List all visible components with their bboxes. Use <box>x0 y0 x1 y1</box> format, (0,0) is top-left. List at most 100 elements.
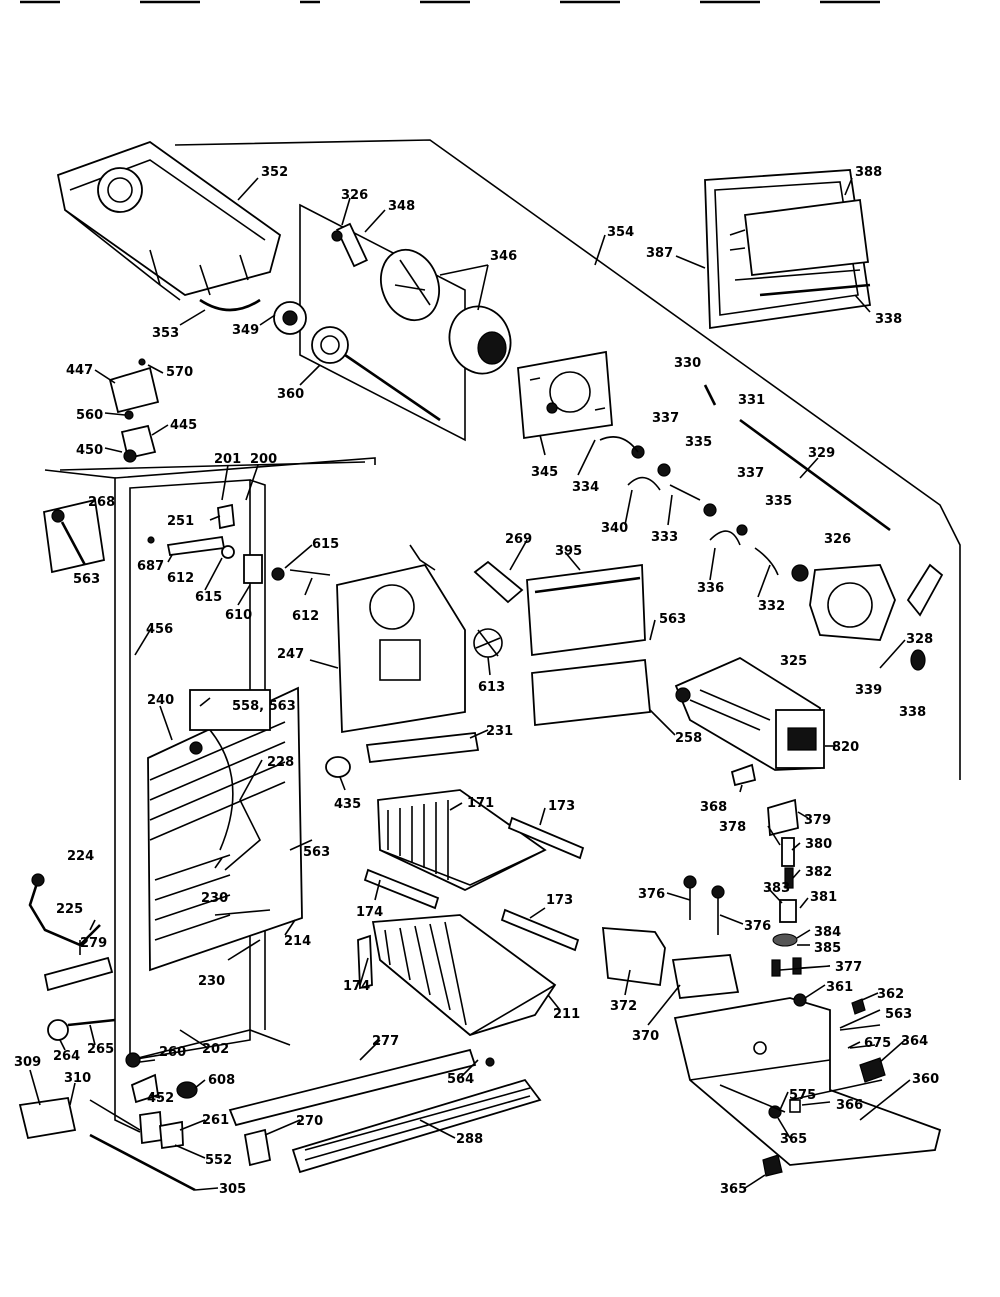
label-349: 349 <box>232 323 259 338</box>
label-288: 288 <box>456 1132 483 1147</box>
label-376-a: 376 <box>638 887 665 902</box>
motor-370 <box>671 954 740 999</box>
label-384: 384 <box>814 925 841 940</box>
label-388: 388 <box>855 165 882 180</box>
label-340: 340 <box>601 521 628 536</box>
label-329: 329 <box>808 446 835 461</box>
label-385: 385 <box>814 941 841 956</box>
label-337-upper: 337 <box>652 411 679 426</box>
small-parts-upper-left <box>108 358 160 463</box>
small-hardware-right <box>762 993 886 1177</box>
label-339: 339 <box>855 683 882 698</box>
label-173-a: 173 <box>548 799 575 814</box>
label-563-c: 563 <box>303 845 330 860</box>
label-360-upper: 360 <box>277 387 304 402</box>
label-171: 171 <box>467 796 494 811</box>
label-570: 570 <box>166 365 193 380</box>
label-269: 269 <box>505 532 532 547</box>
label-251: 251 <box>167 514 194 529</box>
label-376-b: 376 <box>744 919 771 934</box>
leader-lines <box>29 177 911 1191</box>
label-174-b: 174 <box>343 979 370 994</box>
label-610: 610 <box>225 608 252 623</box>
label-575: 575 <box>789 1088 816 1103</box>
label-379: 379 <box>804 813 831 828</box>
label-372: 372 <box>610 999 637 1014</box>
label-336: 336 <box>697 581 724 596</box>
panel-395 <box>526 563 646 657</box>
label-377: 377 <box>835 960 862 975</box>
label-335-upper: 335 <box>685 435 712 450</box>
label-332: 332 <box>758 599 785 614</box>
label-279: 279 <box>80 936 107 951</box>
label-564: 564 <box>447 1072 474 1087</box>
label-563-a: 563 <box>73 572 100 587</box>
basket-211 <box>371 914 557 1037</box>
label-326-lower: 326 <box>824 532 851 547</box>
label-333: 333 <box>651 530 678 545</box>
label-240: 240 <box>147 693 174 708</box>
label-560: 560 <box>76 408 103 423</box>
label-380: 380 <box>805 837 832 852</box>
fan-613 <box>473 628 503 658</box>
label-615-b: 615 <box>195 590 222 605</box>
label-352: 352 <box>261 165 288 180</box>
label-338-upper: 338 <box>875 312 902 327</box>
label-247: 247 <box>277 647 304 662</box>
part-435 <box>325 756 351 778</box>
small-parts-center-left <box>147 503 331 584</box>
roller-269 <box>473 560 524 604</box>
cabinet-outline <box>44 139 961 1133</box>
label-447: 447 <box>66 363 93 378</box>
label-305: 305 <box>219 1182 246 1197</box>
label-820: 820 <box>832 740 859 755</box>
tube-224-225 <box>28 873 101 947</box>
label-265: 265 <box>87 1042 114 1057</box>
label-612-b: 612 <box>292 609 319 624</box>
label-270: 270 <box>296 1114 323 1129</box>
label-348: 348 <box>388 199 415 214</box>
label-608: 608 <box>208 1073 235 1088</box>
label-370: 370 <box>632 1029 659 1044</box>
label-335-lower: 335 <box>765 494 792 509</box>
label-378: 378 <box>719 820 746 835</box>
basket-171 <box>377 789 547 892</box>
label-360-lower: 360 <box>912 1072 939 1087</box>
label-224: 224 <box>67 849 94 864</box>
label-326-upper: 326 <box>341 188 368 203</box>
label-563-d: 563 <box>885 1007 912 1022</box>
label-228: 228 <box>267 755 294 770</box>
label-387: 387 <box>646 246 673 261</box>
dispenser-parts-right <box>683 763 802 977</box>
label-353: 353 <box>152 326 179 341</box>
label-675: 675 <box>864 1036 891 1051</box>
bracket-231 <box>365 732 480 763</box>
label-230-a: 230 <box>201 891 228 906</box>
ice-bucket-352 <box>56 140 282 312</box>
cover-258 <box>531 659 651 727</box>
label-366: 366 <box>836 1098 863 1113</box>
bracket-279 <box>43 956 114 992</box>
label-202: 202 <box>202 1042 229 1057</box>
label-225: 225 <box>56 902 83 917</box>
label-612-a: 612 <box>167 571 194 586</box>
label-354: 354 <box>607 225 634 240</box>
cabinet-liner-456 <box>129 479 303 1061</box>
housing-372 <box>601 927 666 987</box>
ice-maker-module-820 <box>674 656 825 771</box>
label-368: 368 <box>700 800 727 815</box>
label-613: 613 <box>478 680 505 695</box>
label-231: 231 <box>486 724 513 739</box>
label-334: 334 <box>572 480 599 495</box>
label-365-b: 365 <box>720 1182 747 1197</box>
label-381: 381 <box>810 890 837 905</box>
bottom-parts <box>18 1018 542 1192</box>
label-345: 345 <box>531 465 558 480</box>
label-174-a: 174 <box>356 905 383 920</box>
label-687: 687 <box>137 559 164 574</box>
label-173-b: 173 <box>546 893 573 908</box>
label-558-563: 558, 563 <box>232 699 296 714</box>
label-277: 277 <box>372 1034 399 1049</box>
